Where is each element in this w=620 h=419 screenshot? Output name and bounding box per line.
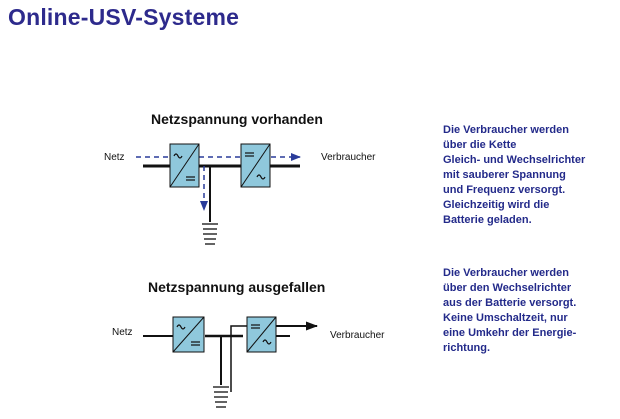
ac-dc-converter-icon — [169, 143, 200, 188]
desc-line: aus der Batterie versorgt. — [443, 297, 577, 309]
ground-battery-icon — [213, 386, 229, 408]
description-mains-failed: Die Verbraucher werden über den Wechselr… — [443, 266, 576, 356]
desc-line: eine Umkehr der Energie- — [443, 327, 577, 339]
heading-mains-present: Netzspannung vorhanden — [151, 111, 323, 127]
desc-line: richtung. — [443, 342, 491, 354]
desc-line: Die Verbraucher werden — [443, 124, 569, 136]
desc-line: mit sauberer Spannung — [443, 169, 566, 181]
ac-dc-converter-icon — [172, 316, 205, 353]
desc-line: Die Verbraucher werden — [443, 267, 569, 279]
page-title: Online-USV-Systeme — [8, 4, 240, 30]
desc-line: Batterie geladen. — [443, 214, 532, 226]
dc-ac-converter-icon — [240, 143, 271, 188]
battery-feed-line — [230, 325, 248, 392]
desc-line: Gleichzeitig wird die — [443, 199, 550, 211]
desc-line: Gleich- und Wechselrichter — [443, 154, 586, 166]
desc-line: und Frequenz versorgt. — [443, 184, 566, 196]
label-verbraucher-normal: Verbraucher — [321, 152, 376, 163]
diagram-mains-present — [136, 143, 301, 245]
desc-line: über den Wechselrichter — [443, 282, 572, 294]
heading-mains-failed: Netzspannung ausgefallen — [148, 279, 326, 295]
desc-line: Keine Umschaltzeit, nur — [443, 312, 568, 324]
label-netz-failure: Netz — [112, 327, 133, 338]
desc-line: über die Kette — [443, 139, 517, 151]
description-mains-present: Die Verbraucher werden über die Kette Gl… — [443, 123, 585, 228]
ground-battery-icon — [202, 223, 218, 245]
dc-ac-converter-icon — [246, 316, 277, 353]
label-verbraucher-failure: Verbraucher — [330, 330, 385, 341]
diagram-mains-failed — [143, 316, 318, 408]
label-netz-normal: Netz — [104, 152, 125, 163]
